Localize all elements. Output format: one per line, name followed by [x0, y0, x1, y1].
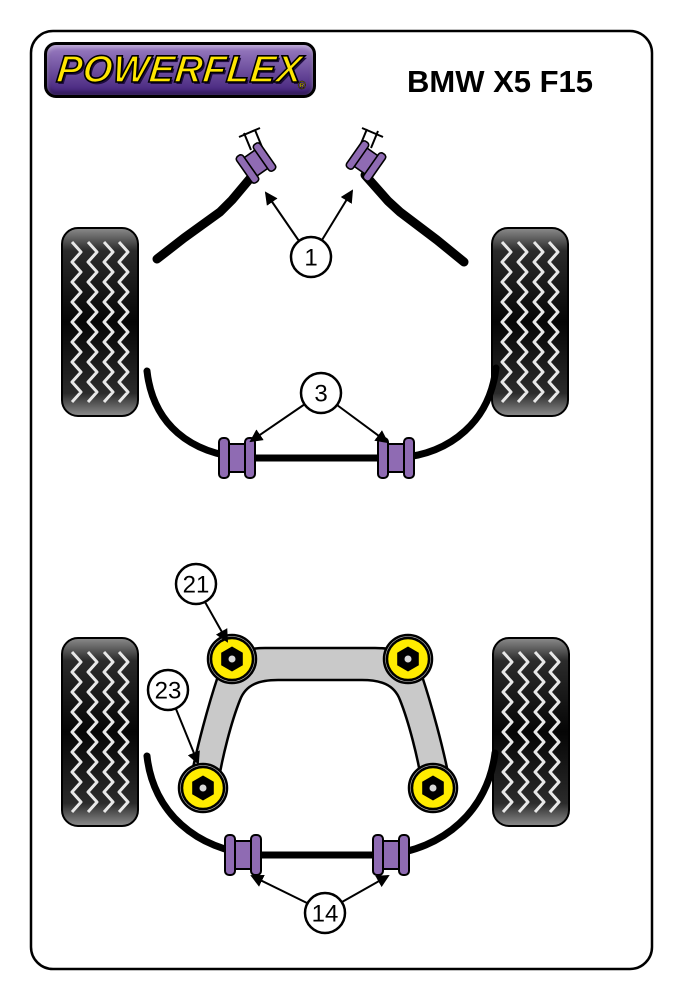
front-right-tire [492, 228, 568, 416]
front-arb-bush-right [377, 437, 415, 479]
rear-subframe-bush-top-right [385, 636, 431, 682]
front-arb-bush-left [218, 437, 256, 479]
powerflex-logo: POWERFLEX ® [44, 42, 316, 98]
callout-14-label: 14 [312, 901, 339, 928]
front-left-tire [62, 228, 138, 416]
callout-1-label: 1 [304, 245, 317, 272]
callout-3-arrow-left [249, 403, 306, 443]
front-anti-roll-bar [143, 364, 500, 462]
rear-subframe-bush-top-left [209, 636, 255, 682]
callout-14-arrow-right [341, 875, 390, 903]
callout-3-arrow-right [336, 404, 389, 444]
callout-21: 21 [174, 562, 218, 606]
front-link-bush-right [344, 138, 388, 184]
callout-1-arrow-right [321, 189, 354, 241]
callout-21-arrow [204, 601, 228, 643]
rear-subframe-bush-bottom-right [410, 765, 456, 811]
callout-23-arrow [175, 708, 200, 765]
page-border [29, 29, 654, 971]
front-link-bush-left [234, 140, 278, 186]
front-drop-link-left [152, 170, 258, 264]
rear-arb-bush-right [372, 834, 410, 876]
front-drop-link-right [360, 170, 469, 267]
powerflex-logo-text: POWERFLEX [54, 48, 305, 92]
callout-14-arrow-left [250, 875, 308, 904]
rear-right-tire [493, 638, 569, 826]
rear-subframe-bush-bottom-left [180, 765, 226, 811]
callout-23: 23 [146, 668, 190, 712]
callout-23-label: 23 [155, 678, 182, 705]
callout-1-arrow-left [264, 191, 300, 242]
registered-trademark-icon: ® [297, 80, 307, 92]
callout-1: 1 [289, 235, 333, 279]
rear-anti-roll-bar [143, 749, 499, 859]
callout-3-label: 3 [314, 381, 327, 408]
rear-left-tire [62, 638, 138, 826]
callout-14: 14 [303, 891, 347, 935]
callout-3: 3 [299, 371, 343, 415]
callout-21-label: 21 [183, 572, 210, 599]
page-title: BMW X5 F15 [406, 64, 594, 99]
rear-arb-bush-left [224, 834, 262, 876]
